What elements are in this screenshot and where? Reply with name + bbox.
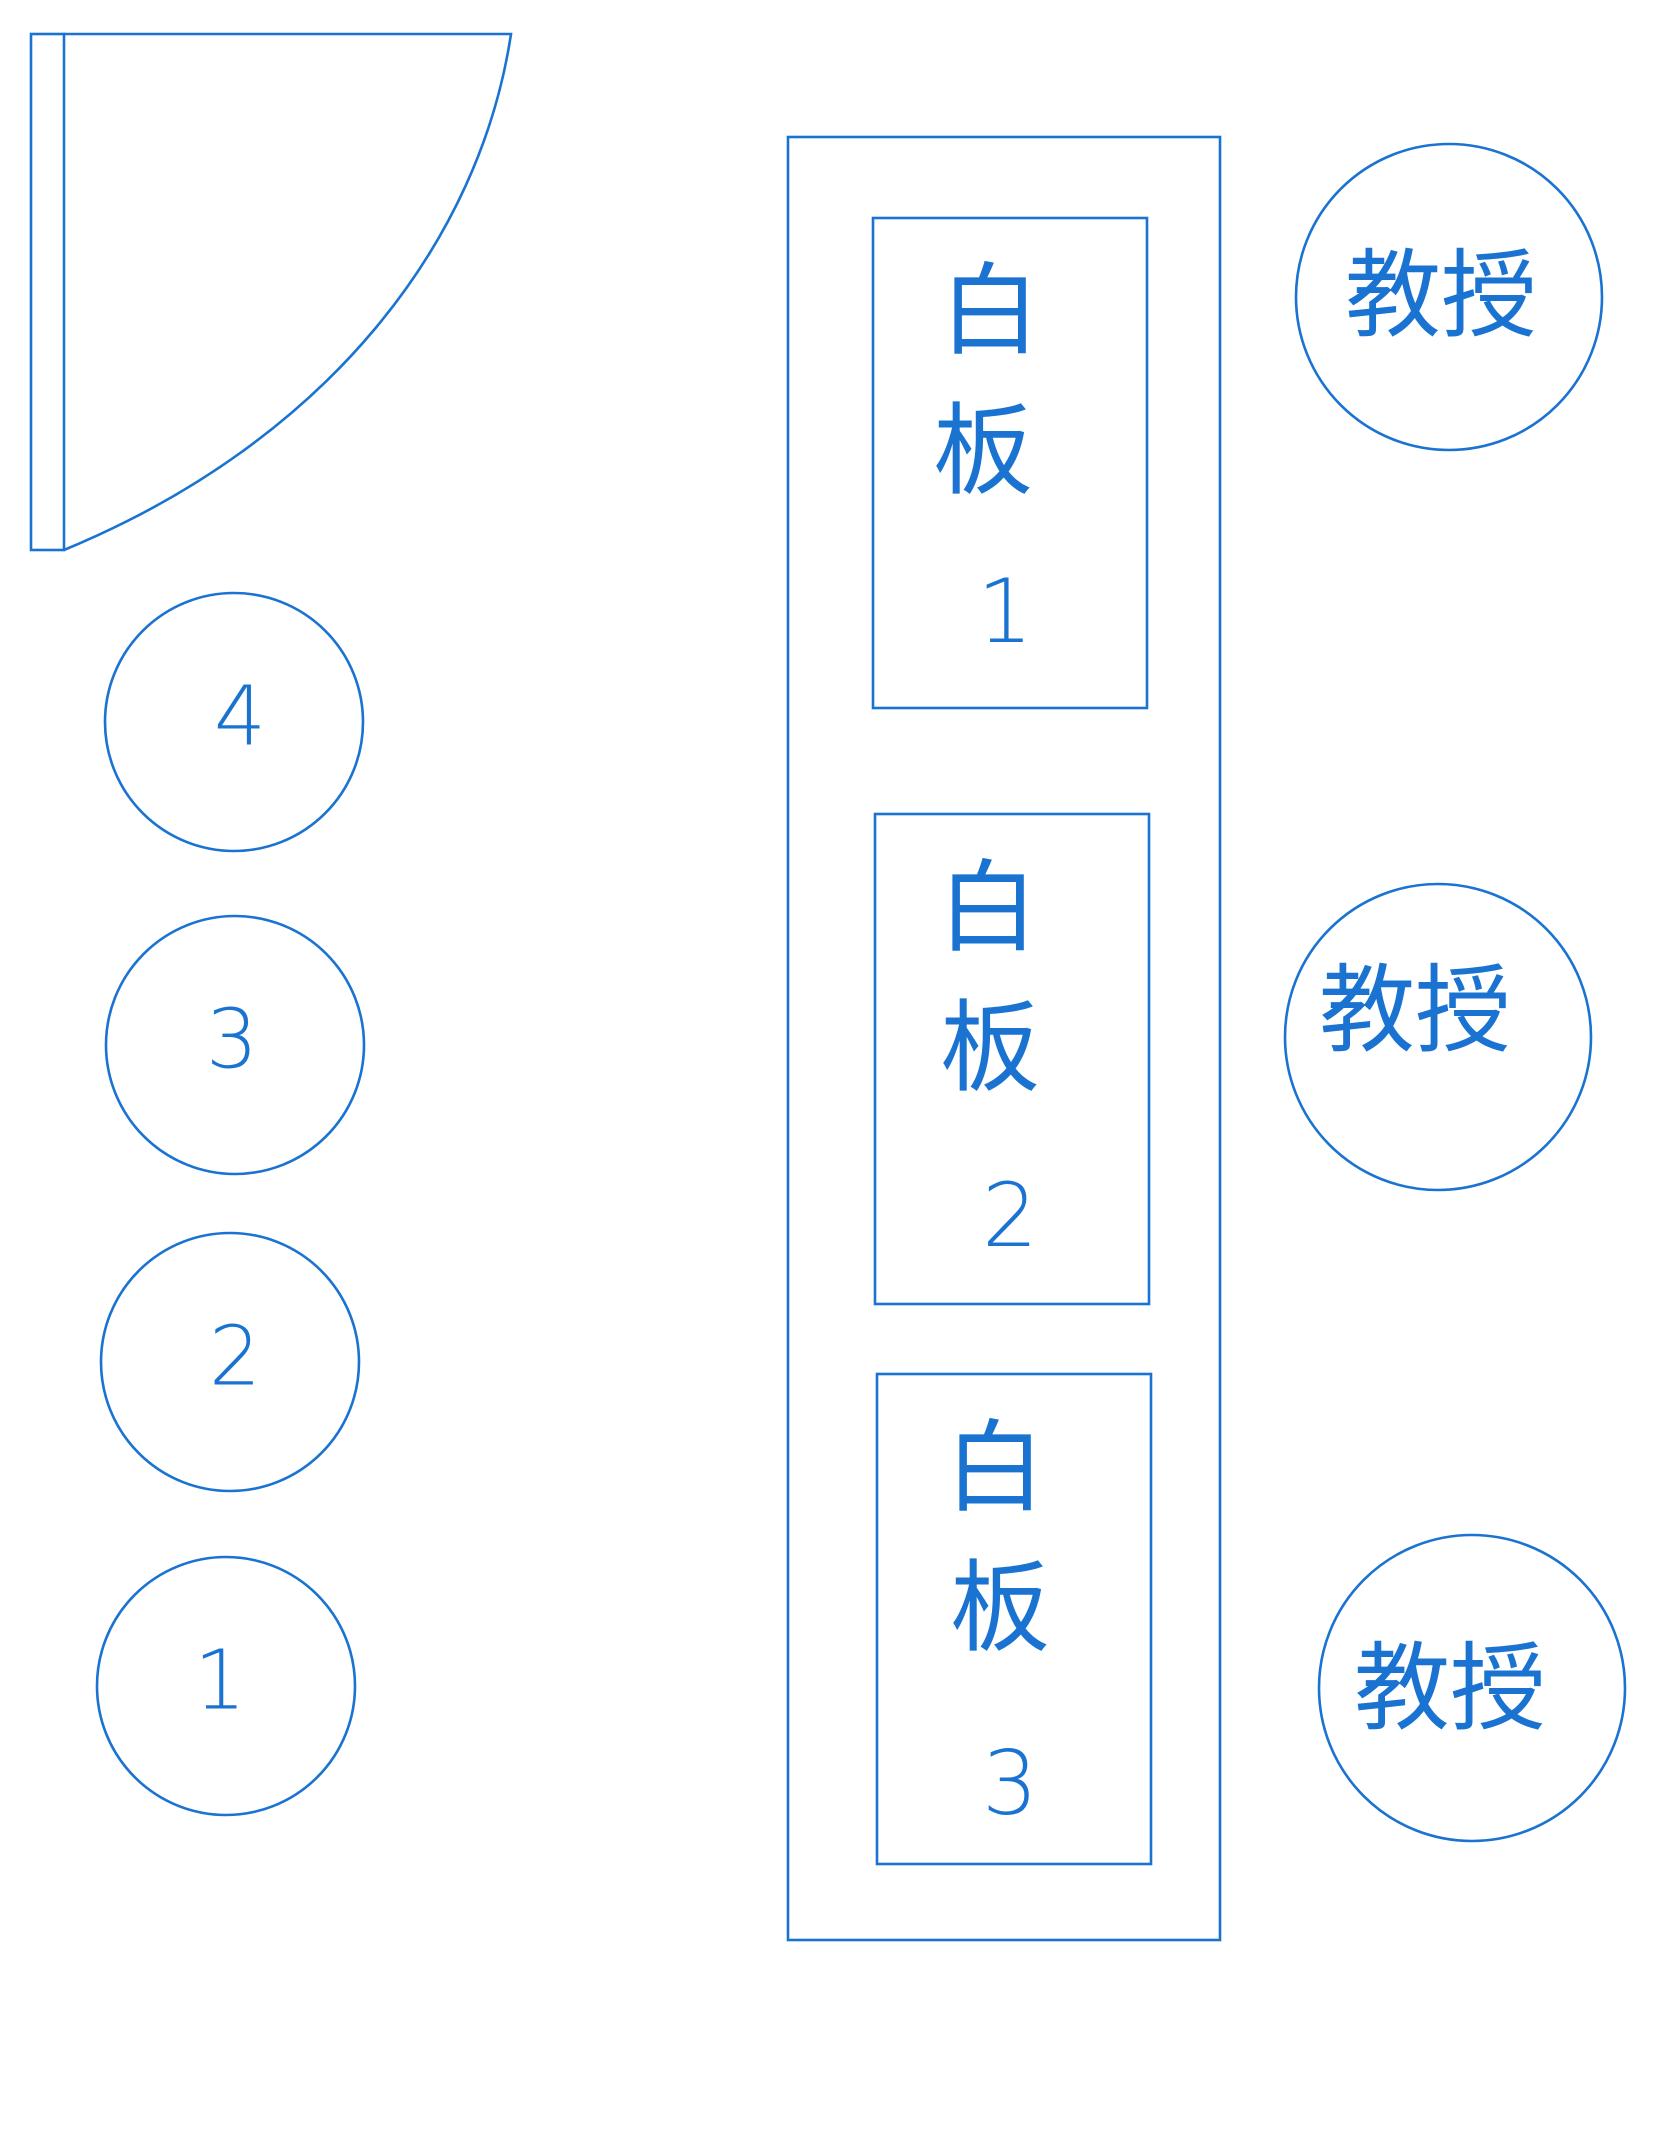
professor-circle: [1317, 1533, 1627, 1843]
seat-label: 3: [206, 993, 258, 1088]
whiteboard-label-line2: 板: [940, 989, 1040, 1106]
seat-label: 4: [214, 670, 266, 765]
whiteboard-1: 白 板 1: [871, 216, 1149, 710]
seat-2: 2: [99, 1231, 361, 1493]
professor-label: 教授: [1345, 239, 1537, 351]
professor-circle: [1294, 142, 1604, 452]
whiteboard-3: 白 板 3: [875, 1372, 1153, 1866]
whiteboard-stand-frame: [786, 135, 1222, 1942]
whiteboard-number: 3: [982, 1732, 1038, 1835]
whiteboard-frame: [875, 1372, 1153, 1866]
whiteboard-label-line1: 白: [945, 1409, 1045, 1526]
seat-label: 1: [194, 1634, 246, 1729]
seat-1: 1: [95, 1555, 357, 1817]
whiteboard-label-line2: 板: [950, 1549, 1050, 1666]
whiteboard-label-line2: 板: [933, 392, 1033, 509]
whiteboard-label-line1: 白: [938, 849, 1038, 966]
seat-4: 4: [103, 591, 365, 853]
seat-circle: [99, 1231, 361, 1493]
whiteboard-stand: 白 板 1 白 板 2 白 板 3: [786, 135, 1222, 1942]
seat-circle: [95, 1555, 357, 1817]
professor-2: 教授: [1283, 882, 1593, 1192]
whiteboard-number: 2: [982, 1164, 1038, 1267]
professor-column: 教授 教授 教授: [1283, 142, 1627, 1843]
whiteboard-frame: [873, 812, 1151, 1306]
seat-label: 2: [209, 1310, 261, 1405]
professor-3: 教授: [1317, 1533, 1627, 1843]
seat-3: 3: [104, 914, 366, 1176]
whiteboard-2: 白 板 2: [873, 812, 1151, 1306]
door-frame: [29, 32, 66, 552]
seat-circle: [103, 591, 365, 853]
seat-circle: [104, 914, 366, 1176]
professor-label: 教授: [1354, 1632, 1546, 1744]
seat-column: 4 3 2 1: [95, 591, 366, 1817]
professor-circle: [1283, 882, 1593, 1192]
professor-1: 教授: [1294, 142, 1604, 452]
door: [29, 32, 513, 552]
whiteboard-frame: [871, 216, 1149, 710]
door-swing-arc: [63, 32, 513, 552]
professor-label: 教授: [1319, 954, 1511, 1066]
whiteboard-label-line1: 白: [940, 252, 1040, 369]
whiteboard-number: 1: [977, 560, 1033, 663]
